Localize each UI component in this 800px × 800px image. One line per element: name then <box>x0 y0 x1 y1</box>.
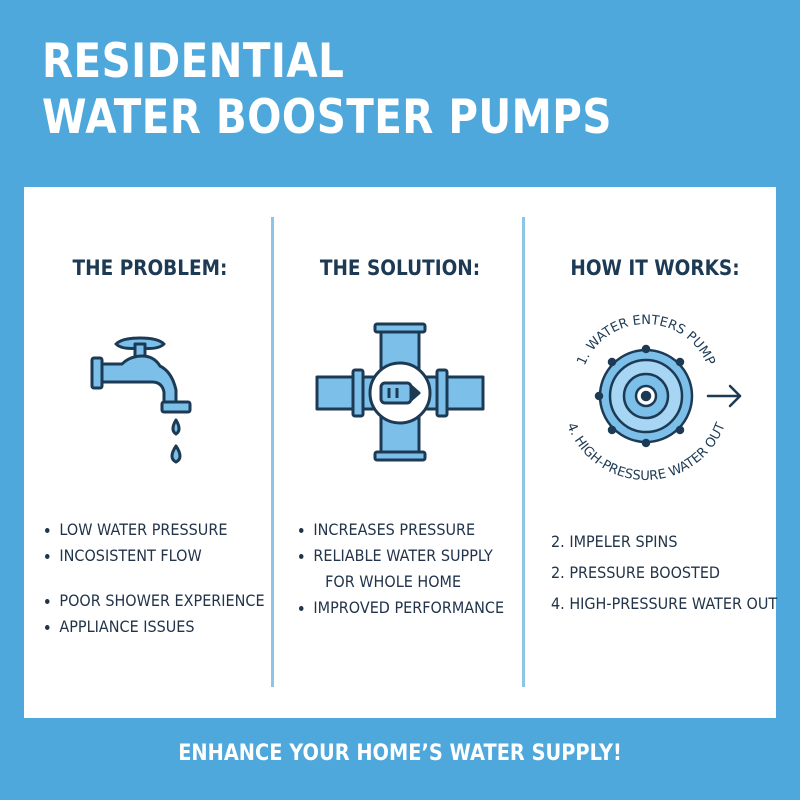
list-item: POOR SHOWER EXPERIENCE <box>45 588 265 614</box>
list-item: FOR WHOLE HOME <box>325 572 462 591</box>
how-steps-list: 2. IMPELER SPINS 2. PRESSURE BOOSTED 4. … <box>551 526 800 619</box>
list-item: LOW WATER PRESSURE <box>45 517 265 543</box>
pump-diagram-icon: 1. WATER ENTERS PUMP 4. HIGH-PRESSURE WA… <box>563 313 742 484</box>
title-line-1: RESIDENTIAL <box>42 34 345 89</box>
list-item: RELIABLE WATER SUPPLY <box>299 543 504 569</box>
problem-heading: THE PROBLEM: <box>72 256 228 280</box>
page-title: RESIDENTIAL WATER BOOSTER PUMPS <box>42 34 612 146</box>
list-item: 2. PRESSURE BOOSTED <box>551 563 721 582</box>
how-heading: HOW IT WORKS: <box>570 256 740 280</box>
list-item: INCREASES PRESSURE <box>299 517 504 543</box>
list-item: IMPROVED PERFORMANCE <box>299 595 504 621</box>
arrow-right-icon <box>706 384 742 408</box>
title-line-2: WATER BOOSTER PUMPS <box>42 90 612 145</box>
column-divider <box>271 217 274 687</box>
pipe-pump-icon <box>315 322 485 462</box>
list-item: INCOSISTENT FLOW <box>45 543 265 569</box>
column-divider <box>522 217 525 687</box>
solution-heading: THE SOLUTION: <box>319 256 481 280</box>
list-item: APPLIANCE ISSUES <box>45 614 265 640</box>
list-item: 2. IMPELER SPINS <box>551 532 678 551</box>
list-item: 4. HIGH-PRESSURE WATER OUT <box>551 594 778 613</box>
problem-list: LOW WATER PRESSURE INCOSISTENT FLOW POOR… <box>45 517 289 640</box>
solution-list: INCREASES PRESSURE RELIABLE WATER SUPPLY… <box>299 517 527 621</box>
footer-tagline: ENHANCE YOUR HOME’S WATER SUPPLY! <box>178 741 622 766</box>
faucet-icon <box>90 336 192 464</box>
